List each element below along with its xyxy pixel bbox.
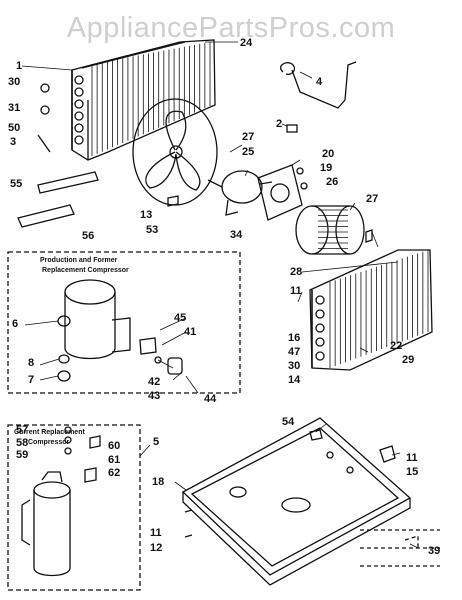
current-compressor-box (7, 424, 141, 591)
part-number-label: 25 (242, 146, 255, 158)
part-number-label: 58 (16, 437, 29, 449)
part-number-label: 12 (150, 542, 163, 554)
part-number-label: 53 (146, 224, 159, 236)
production-box-title: Production and Former (40, 257, 118, 264)
condenser-coil (71, 39, 216, 161)
part-number-label: 13 (140, 209, 153, 221)
base-pan (181, 417, 412, 586)
part-6 (57, 315, 71, 327)
terminal-cover (139, 337, 157, 355)
part-number-label: 3 (10, 136, 17, 148)
screw-11-12 (184, 509, 193, 538)
part-57 (64, 426, 72, 434)
bracket-54 (309, 429, 323, 441)
part-number-label: 24 (240, 37, 253, 49)
part-number-label: 7 (28, 374, 35, 386)
part-number-label: 45 (174, 312, 187, 324)
part-number-label: 42 (148, 376, 161, 388)
part-number-label: 62 (108, 467, 121, 479)
part-number-label: 16 (288, 332, 301, 344)
screw (300, 182, 308, 190)
blower-wheel (295, 205, 365, 255)
part-number-label: 27 (366, 193, 379, 205)
part-number-label: 5 (153, 436, 160, 448)
part-number-label: 30 (288, 360, 301, 372)
part-60 (89, 435, 101, 449)
part-number-label: 50 (8, 122, 21, 134)
part-number-label: 44 (204, 393, 217, 405)
part-number-label: 43 (148, 390, 161, 402)
condenser-return-bends (74, 75, 84, 145)
part-number-label: 11 (290, 285, 302, 297)
part-7 (57, 370, 71, 382)
part-number-label: 26 (326, 176, 339, 188)
set-screw (365, 229, 373, 243)
production-box-subtitle: Replacement Compressor (42, 267, 129, 274)
evaporator-coil (309, 249, 433, 371)
watermark: AppliancePartsPros.com (66, 12, 396, 44)
part-number-label: 11 (150, 527, 162, 539)
clip-31 (40, 105, 50, 115)
small-clip (286, 124, 298, 133)
part-number-label: 29 (402, 354, 415, 366)
part-number-label: 61 (108, 454, 121, 466)
production-compressor (64, 279, 131, 360)
part-number-label: 41 (184, 326, 197, 338)
part-number-label: 59 (16, 449, 29, 461)
leader-lines (21, 41, 419, 549)
clip-30 (40, 83, 50, 93)
screw (296, 167, 304, 175)
production-compressor-box (7, 251, 241, 394)
part-number-label: 22 (390, 340, 403, 352)
fan-clamp (167, 195, 179, 207)
mounting-dashes (360, 529, 440, 567)
current-compressor (21, 471, 71, 577)
clip-42 (154, 356, 162, 364)
part-number-label: 2 (276, 118, 283, 130)
part-number-label: 55 (10, 178, 23, 190)
part-number-label: 11 (406, 452, 418, 464)
part-number-label: 20 (322, 148, 335, 160)
current-box-subtitle: Compressor (28, 439, 70, 446)
part-number-label: 60 (108, 440, 121, 452)
part-62 (84, 467, 97, 483)
part-number-label: 54 (282, 416, 295, 428)
capillary-tube (279, 61, 357, 109)
motor-mount-plate (257, 164, 303, 221)
part-number-label: 34 (230, 229, 243, 241)
part-59 (64, 447, 72, 455)
fan-motor (207, 170, 273, 216)
seal-strip (17, 171, 99, 228)
part-number-label: 27 (242, 131, 255, 143)
part-number-label: 47 (288, 346, 301, 358)
part-number-label: 15 (406, 466, 419, 478)
part-number-label: 6 (12, 318, 19, 330)
part-number-label: 56 (82, 230, 95, 242)
part-number-label: 19 (320, 162, 333, 174)
part-number-label: 30 (8, 76, 21, 88)
part-number-label: 18 (152, 476, 165, 488)
overload (167, 357, 183, 375)
part-number-label: 14 (288, 374, 301, 386)
part-number-label: 39 (428, 545, 441, 557)
current-box-title: Current Replacement (14, 429, 85, 436)
part-58 (64, 436, 72, 444)
part-number-label: 8 (28, 357, 35, 369)
part-number-label: 57 (16, 424, 29, 436)
part-number-label: 28 (290, 266, 303, 278)
part-number-label: 1 (16, 60, 23, 72)
part-number-label: 4 (316, 76, 323, 88)
part-15 (379, 445, 396, 463)
part-number-label: 31 (8, 102, 21, 114)
thermostat-bulb (37, 134, 51, 153)
part-8 (58, 354, 70, 364)
